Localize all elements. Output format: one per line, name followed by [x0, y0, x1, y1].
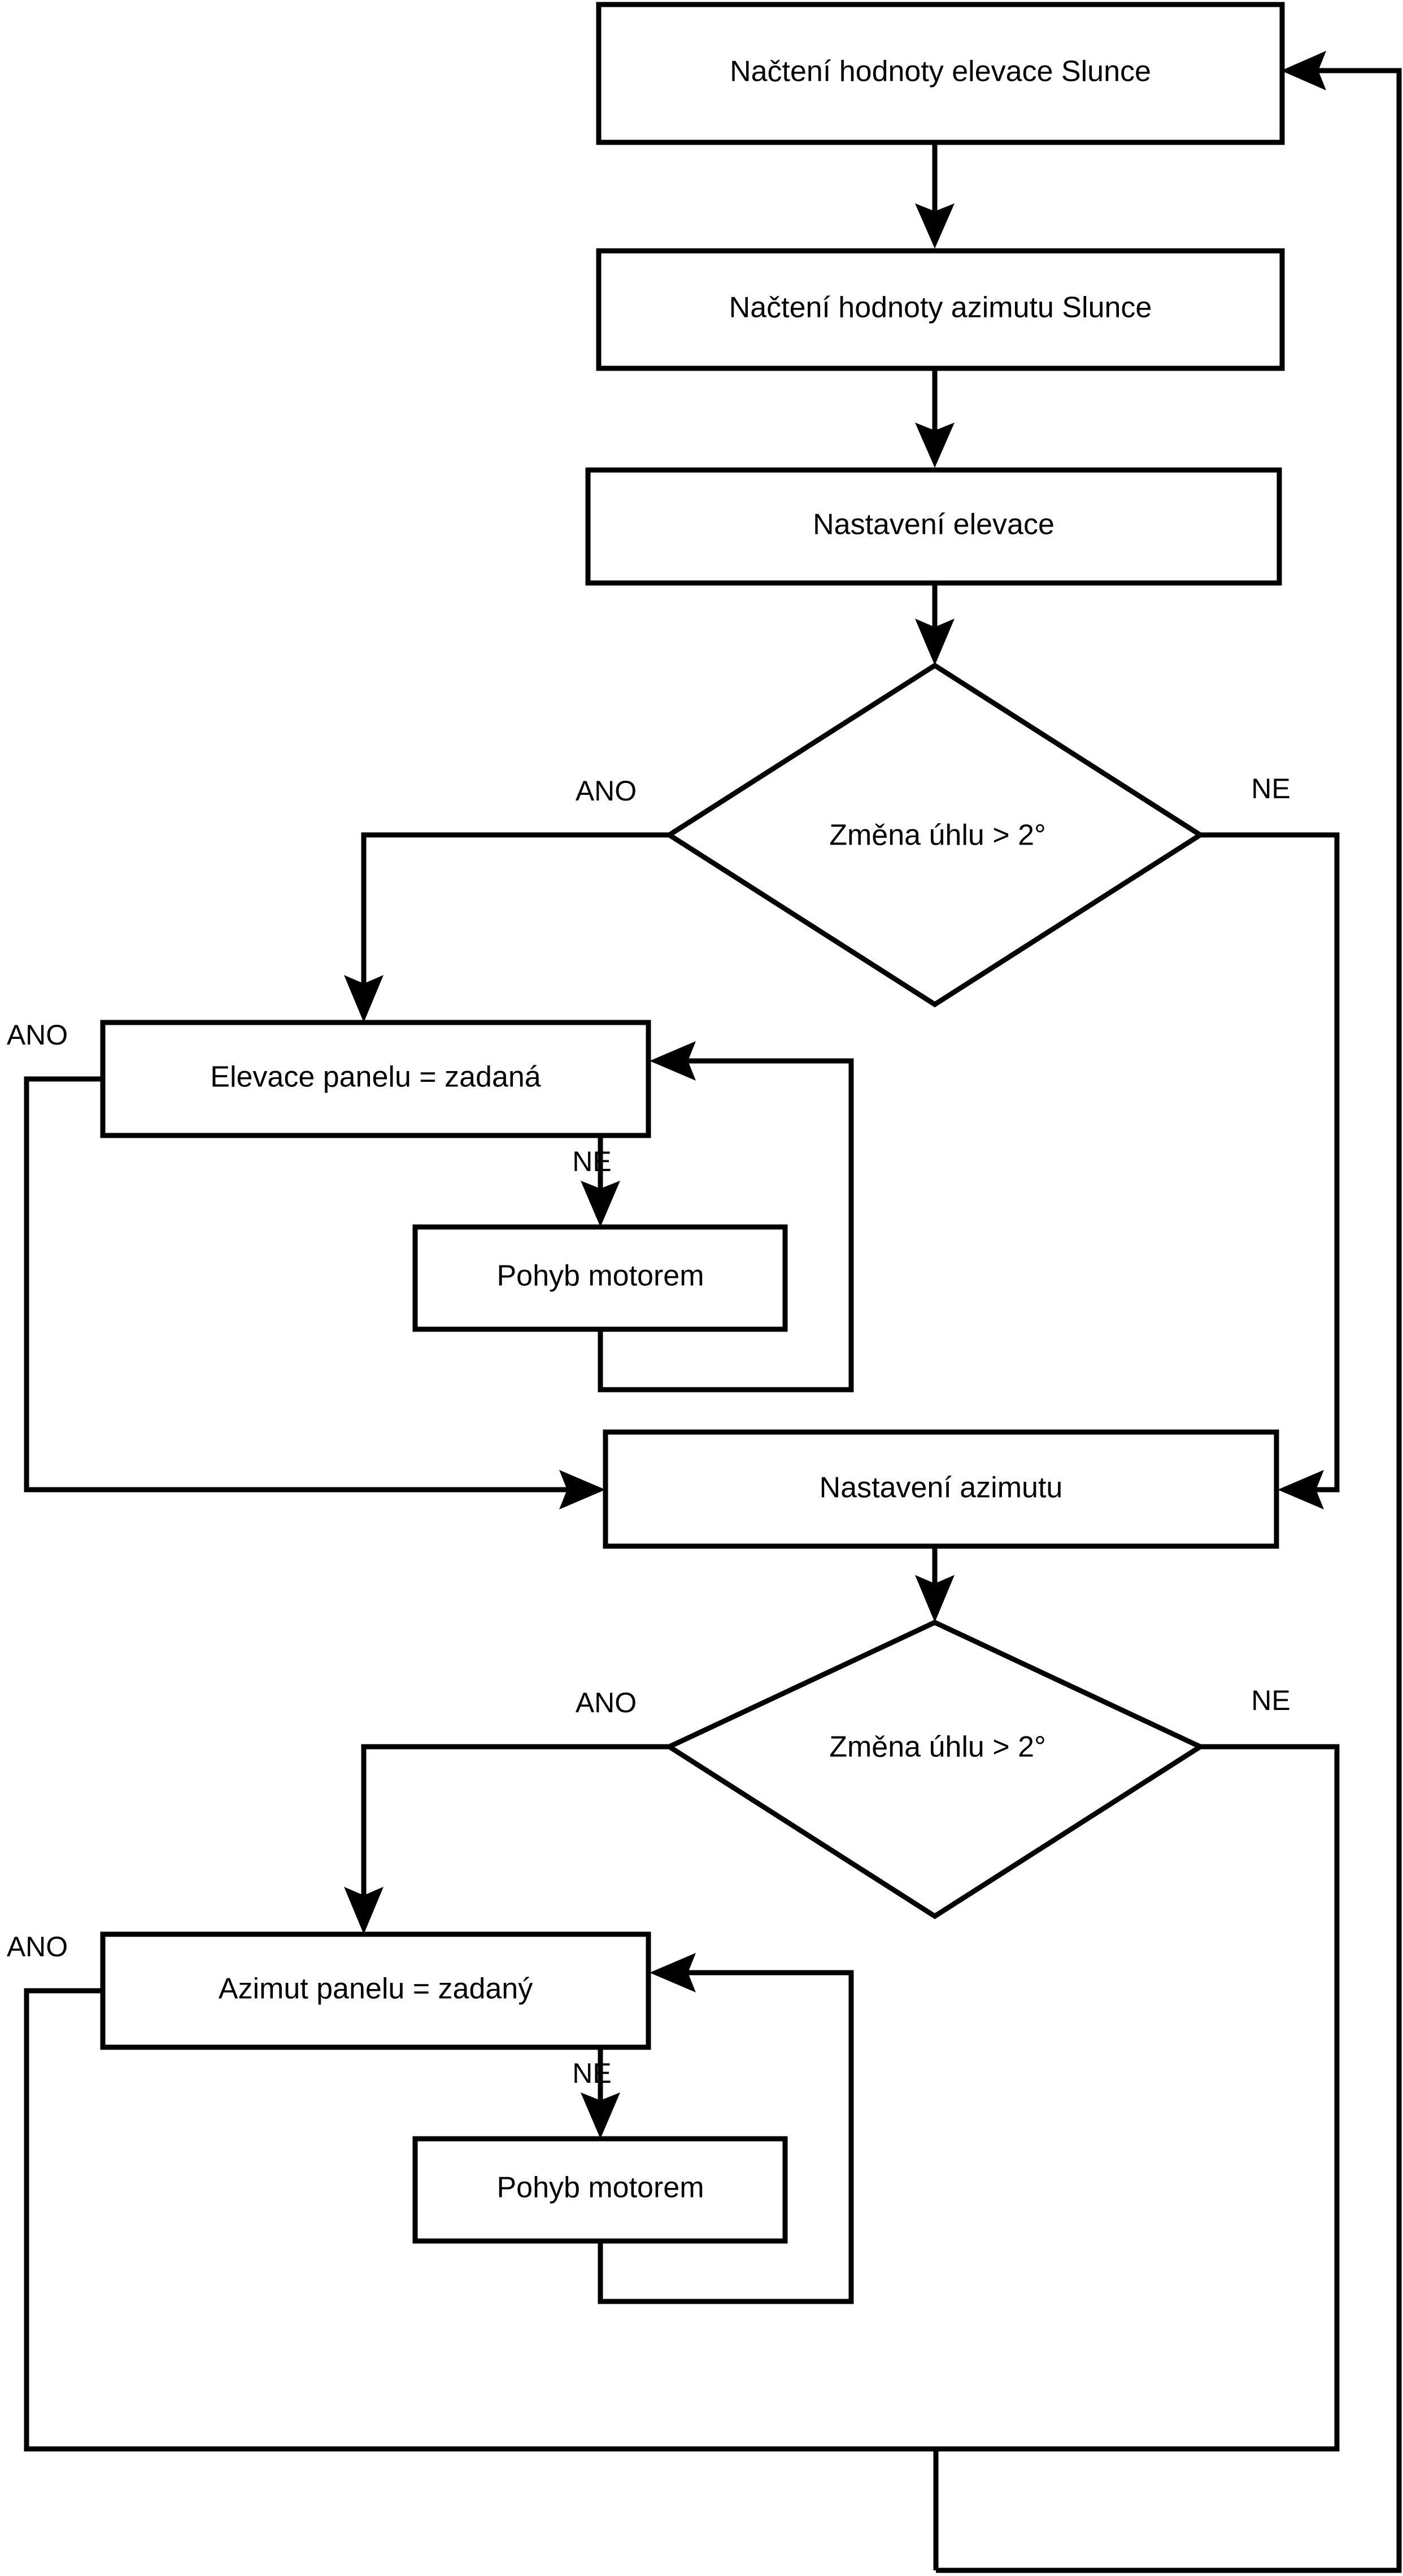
node-decide-azimuth-label: Změna úhlu > 2° — [829, 1731, 1046, 1764]
arrow-panel-elevation-loop — [650, 1041, 696, 1081]
node-motor-move-2-shape — [412, 2136, 788, 2244]
node-set-azimuth-shape — [603, 1429, 1279, 1549]
node-read-elevation-shape — [596, 2, 1285, 145]
node-decide-elevation-shape — [664, 662, 1205, 1008]
arrow-motor-move-2 — [581, 2092, 620, 2139]
node-panel-azimuth[interactable]: Azimut panelu = zadaný — [100, 1931, 651, 2050]
node-decide-azimuth-shape — [664, 1620, 1206, 1920]
edge-label-panel-elevation-no: NE — [572, 1146, 611, 1177]
node-panel-elevation[interactable]: Elevace panelu = zadaná — [100, 1020, 651, 1138]
node-decide-azimuth[interactable]: Změna úhlu > 2° — [664, 1620, 1206, 1920]
node-set-elevation-label: Nastavení elevace — [813, 508, 1055, 541]
node-motor-move-1[interactable]: Pohyb motorem — [412, 1224, 788, 1332]
arrow-decide-azimuth — [915, 1575, 955, 1622]
edge-label-panel-azimuth-no: NE — [572, 2057, 611, 2089]
node-set-azimuth-label: Nastavení azimutu — [820, 1472, 1063, 1504]
node-panel-elevation-shape — [100, 1020, 651, 1138]
arrow-into-read-elevation — [1281, 51, 1326, 90]
node-read-azimuth-label: Načtení hodnoty azimutu Slunce — [729, 291, 1152, 324]
arrow-decide-elevation — [915, 619, 955, 665]
edge-label-decide-azimuth-yes: ANO — [576, 1687, 637, 1718]
edge-decide-azimuth-yes — [361, 1744, 669, 1905]
edge-label-panel-elevation-yes: ANO — [7, 1019, 68, 1051]
node-motor-move-1-label: Pohyb motorem — [496, 1260, 704, 1293]
node-decide-elevation-label: Změna úhlu > 2° — [829, 819, 1046, 852]
edge-panel-elevation-yes — [24, 1076, 576, 1492]
node-panel-azimuth-shape — [100, 1931, 651, 2050]
edge-motor-move-1-loop — [598, 1058, 854, 1393]
node-motor-move-2-label: Pohyb motorem — [496, 2172, 704, 2204]
arrow-set-azimuth-right — [1278, 1470, 1324, 1509]
arrow-panel-azimuth-loop — [650, 1953, 696, 1992]
node-read-azimuth-shape — [596, 248, 1285, 371]
edge-panel-azimuth-yes — [24, 1988, 936, 2452]
edge-decide-elevation-no — [1200, 832, 1340, 1492]
node-read-elevation[interactable]: Načtení hodnoty elevace Slunce — [596, 2, 1285, 145]
node-set-elevation[interactable]: Nastavení elevace — [585, 467, 1282, 586]
node-read-elevation-label: Načtení hodnoty elevace Slunce — [730, 55, 1151, 88]
edge-decide-azimuth-no — [933, 1744, 1340, 2570]
node-motor-move-1-shape — [412, 1224, 788, 1332]
node-motor-move-2[interactable]: Pohyb motorem — [412, 2136, 788, 2244]
edge-label-panel-azimuth-yes: ANO — [7, 1931, 68, 1963]
edge-motor-move-2-loop — [598, 1970, 854, 2304]
edge-label-decide-elevation-yes: ANO — [576, 775, 637, 807]
node-decide-elevation[interactable]: Změna úhlu > 2° — [664, 662, 1205, 1008]
edge-label-decide-elevation-no: NE — [1251, 773, 1290, 804]
node-panel-elevation-label: Elevace panelu = zadaná — [210, 1061, 541, 1094]
node-set-azimuth[interactable]: Nastavení azimutu — [603, 1429, 1279, 1549]
edge-label-decide-azimuth-no: NE — [1251, 1685, 1290, 1716]
node-read-azimuth[interactable]: Načtení hodnoty azimutu Slunce — [596, 248, 1285, 371]
arrow-panel-elevation — [344, 975, 384, 1022]
arrow-panel-azimuth — [344, 1887, 384, 1934]
edge-decide-elevation-yes — [361, 832, 669, 994]
arrow-read-azimuth — [915, 203, 955, 249]
arrow-motor-move-1 — [581, 1181, 620, 1227]
node-panel-azimuth-label: Azimut panelu = zadaný — [219, 1973, 533, 2005]
edge-loop-return-rail — [936, 68, 1402, 2573]
node-set-elevation-shape — [585, 467, 1282, 586]
arrow-set-azimuth-left — [559, 1470, 605, 1509]
arrow-set-elevation — [915, 423, 955, 468]
